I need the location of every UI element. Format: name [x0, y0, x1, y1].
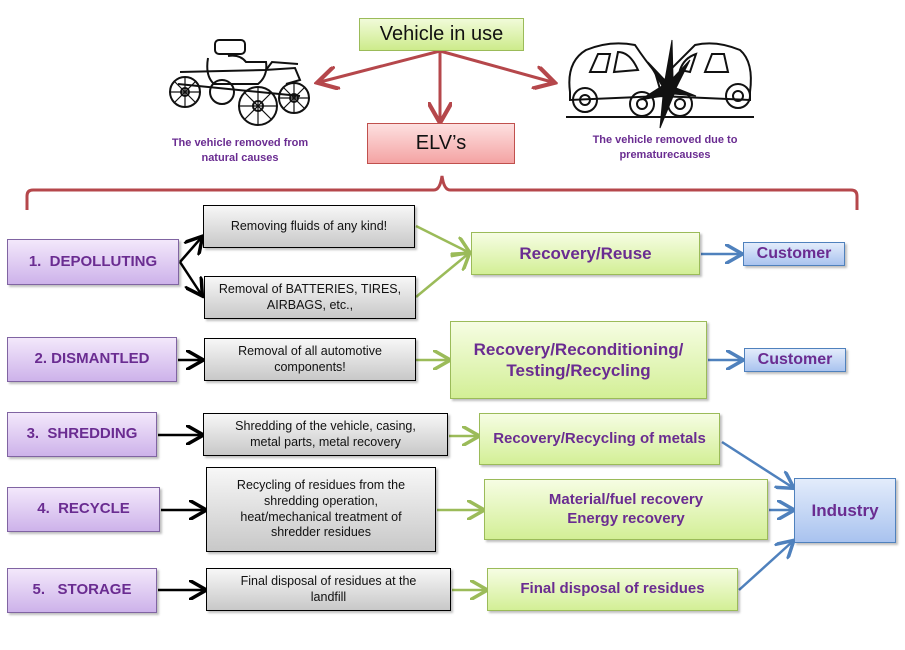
top-arrows [320, 49, 552, 120]
car-crash-icon [566, 39, 754, 129]
outcome-reconditioning: Recovery/Reconditioning/ Testing/Recycli… [450, 321, 707, 399]
step-removal-components: Removal of all automotive components! [204, 338, 416, 381]
arrow-disposal-industry [738, 542, 792, 591]
stage-depolluting: 1. DEPOLLUTING [7, 239, 179, 285]
step-final-disposal-landfill: Final disposal of residues at the landfi… [206, 568, 451, 611]
elvs-label: ELV’s [415, 132, 467, 154]
arrow-batteries-reuse [415, 254, 468, 298]
stage-arrows [158, 238, 204, 590]
outcome-recycling-metals: Recovery/Recycling of metals [479, 413, 720, 465]
destination-customer-1: Customer [743, 242, 845, 266]
arrow-metals-industry [721, 440, 792, 487]
step-shredding-vehicle: Shredding of the vehicle, casing, metal … [203, 413, 448, 456]
stage-label: 5. STORAGE [32, 581, 132, 599]
outcome-text: Recovery/Reuse [519, 243, 652, 263]
stage-recycle: 4. RECYCLE [7, 487, 160, 532]
step-text: Final disposal of residues at the landfi… [240, 573, 417, 604]
arrow-fluids-reuse [415, 224, 468, 252]
destination-industry: Industry [794, 478, 896, 543]
outcome-final-disposal: Final disposal of residues [487, 568, 738, 611]
stage-label: 2. DISMANTLED [34, 350, 150, 368]
blue-arrows [701, 254, 792, 591]
outcome-text: Recovery/Reconditioning/ Testing/Recycli… [473, 339, 684, 380]
step-removing-fluids: Removing fluids of any kind! [203, 205, 415, 248]
stage-label: 1. DEPOLLUTING [28, 252, 158, 270]
step-text: Removal of BATTERIES, TIRES, AIRBAGS, et… [218, 281, 402, 312]
step-removal-batteries: Removal of BATTERIES, TIRES, AIRBAGS, et… [204, 276, 416, 319]
premature-causes-caption: The vehicle removed due to prematurecaus… [592, 134, 738, 161]
elvs-box: ELV’s [367, 123, 515, 164]
stage-shredding: 3. SHREDDING [7, 412, 157, 457]
natural-causes-caption: The vehicle removed from natural causes [171, 137, 309, 164]
antique-car-icon [169, 39, 310, 126]
destination-text: Customer [756, 245, 832, 262]
arrow-depolluting-batteries [178, 261, 201, 294]
outcome-energy-recovery: Material/fuel recovery Energy recovery [484, 479, 768, 540]
step-text: Shredding of the vehicle, casing, metal … [235, 418, 416, 449]
stage-dismantled: 2. DISMANTLED [7, 337, 177, 382]
stage-label: 3. SHREDDING [26, 425, 138, 443]
destination-text: Customer [757, 351, 833, 368]
green-arrows [415, 224, 485, 590]
stage-storage: 5. STORAGE [7, 568, 157, 613]
step-text: Removing fluids of any kind! [230, 218, 388, 233]
arrow-depolluting-fluids [179, 238, 201, 263]
vehicle-in-use-box: Vehicle in use [359, 18, 524, 51]
arrow-to-natural [320, 49, 441, 82]
outcome-text: Recovery/Recycling of metals [493, 429, 706, 447]
outcome-text: Final disposal of residues [520, 580, 705, 598]
step-recycling-residues: Recycling of residues from the shredding… [206, 467, 436, 552]
vehicle-in-use-label: Vehicle in use [379, 23, 504, 45]
arrow-to-premature [439, 49, 552, 82]
step-text: Removal of all automotive components! [238, 343, 382, 374]
elv-bracket [25, 175, 859, 210]
outcome-recovery-reuse: Recovery/Reuse [471, 232, 700, 275]
destination-text: Industry [811, 500, 879, 520]
destination-customer-2: Customer [744, 348, 846, 372]
stage-label: 4. RECYCLE [37, 500, 130, 518]
outcome-text: Material/fuel recovery Energy recovery [548, 490, 704, 527]
step-text: Recycling of residues from the shredding… [236, 478, 406, 540]
